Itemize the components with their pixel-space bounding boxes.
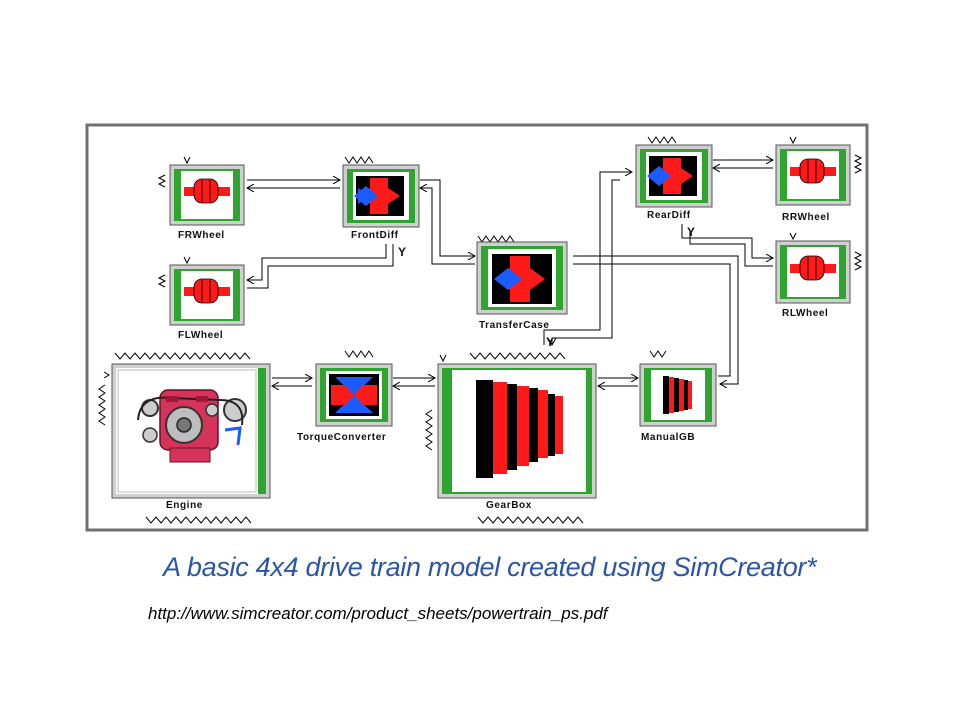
source-url[interactable]: http://www.simcreator.com/product_sheets… — [148, 604, 608, 623]
rear-diff-port-y: Y — [687, 225, 696, 239]
manual-gb-label: ManualGB — [641, 432, 695, 443]
gearbox-label: GearBox — [486, 500, 532, 511]
engine-icon — [137, 389, 247, 463]
rr-wheel-label: RRWheel — [782, 212, 830, 223]
front-diff-port-y: Y — [398, 245, 407, 259]
rl-wheel-label: RLWheel — [782, 308, 828, 319]
engine-block[interactable]: Engine — [111, 363, 271, 511]
fl-wheel-label: FLWheel — [178, 330, 223, 341]
rear-diff-label: RearDiff — [647, 210, 691, 221]
figure-caption: A basic 4x4 drive train model created us… — [163, 552, 817, 582]
rear-diff-block[interactable]: RearDiff Y — [635, 144, 713, 239]
transfer-case-block[interactable]: TransferCase Y — [476, 241, 568, 349]
fr-wheel-label: FRWheel — [178, 230, 225, 241]
rl-wheel-block[interactable]: RLWheel — [775, 240, 851, 319]
manual-gb-block[interactable]: ManualGB — [639, 363, 717, 443]
torque-converter-label: TorqueConverter — [297, 432, 386, 443]
front-diff-label: FrontDiff — [351, 230, 399, 241]
port-markers — [98, 136, 863, 524]
front-diff-block[interactable]: FrontDiff Y — [342, 164, 420, 259]
connection-wires — [247, 160, 773, 386]
fl-wheel-block[interactable]: FLWheel — [169, 264, 245, 341]
transfer-case-port-y: Y — [546, 335, 555, 349]
rr-wheel-block[interactable]: RRWheel — [775, 144, 851, 223]
engine-label: Engine — [166, 500, 203, 511]
transfer-case-label: TransferCase — [479, 320, 550, 331]
gearbox-block[interactable]: GearBox — [437, 363, 597, 511]
fr-wheel-block[interactable]: FRWheel — [169, 164, 245, 241]
torque-converter-block[interactable]: TorqueConverter — [297, 363, 393, 443]
